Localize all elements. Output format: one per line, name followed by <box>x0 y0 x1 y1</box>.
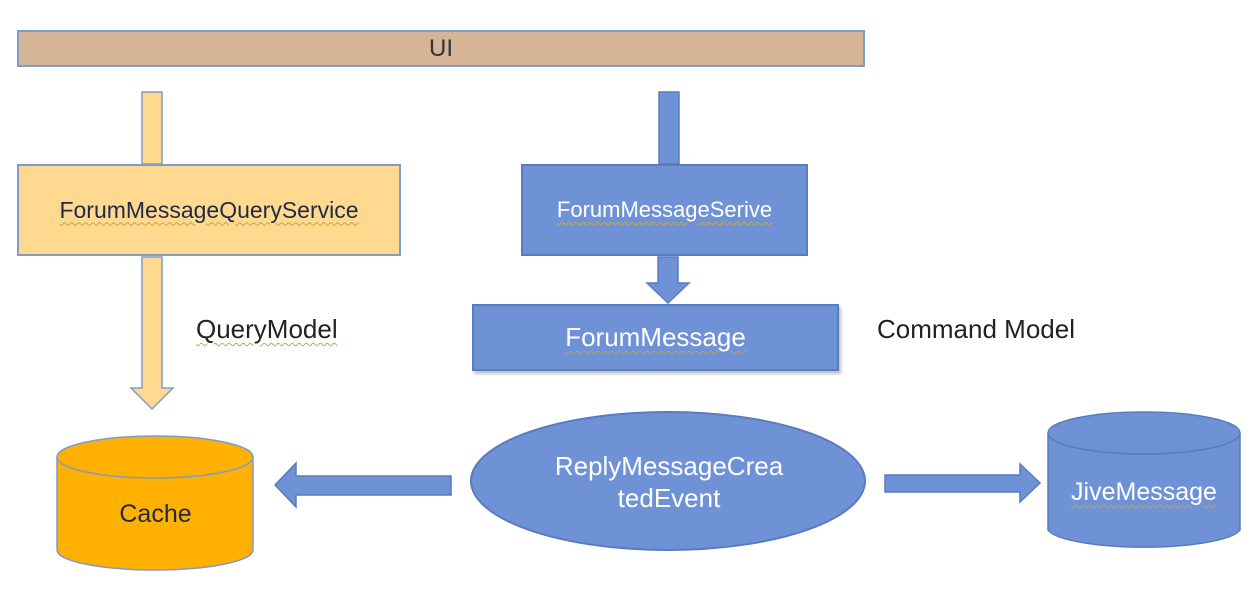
forum-message-box: ForumMessage <box>472 304 839 371</box>
query-service-label: ForumMessageQueryService <box>59 196 359 223</box>
ui-layer-bar: UI <box>17 30 865 67</box>
query-model-text: QueryModel <box>196 314 338 344</box>
query-service-box: ForumMessageQueryService <box>17 164 401 256</box>
arrow-query-service-to-cache <box>129 256 175 411</box>
command-model-label: Command Model <box>877 314 1075 344</box>
cache-label: Cache <box>119 500 192 528</box>
event-label-line2: tedEvent <box>617 483 721 513</box>
ui-layer-label: UI <box>429 34 453 62</box>
arrow-ui-to-command-service <box>658 91 680 165</box>
cache-cylinder <box>56 435 254 571</box>
event-label: ReplyMessageCrea tedEvent <box>472 450 866 514</box>
arrow-event-to-cache <box>273 461 452 509</box>
arrow-command-service-to-entity <box>645 256 691 305</box>
event-label-line1: ReplyMessageCrea <box>554 451 784 481</box>
event-ellipse <box>470 411 866 551</box>
command-service-box: ForumMessageSerive <box>521 164 808 256</box>
jivemessage-label: JiveMessage <box>1047 478 1241 507</box>
forum-message-label: ForumMessage <box>565 322 746 352</box>
query-model-label: QueryModel <box>196 314 338 345</box>
jivemessage-cylinder <box>1047 411 1241 548</box>
command-service-label: ForumMessageSerive <box>556 197 773 222</box>
arrow-event-to-jivemessage <box>884 462 1042 504</box>
jivemessage-label-text: JiveMessage <box>1071 478 1217 506</box>
arrow-ui-to-query-service <box>141 91 163 165</box>
